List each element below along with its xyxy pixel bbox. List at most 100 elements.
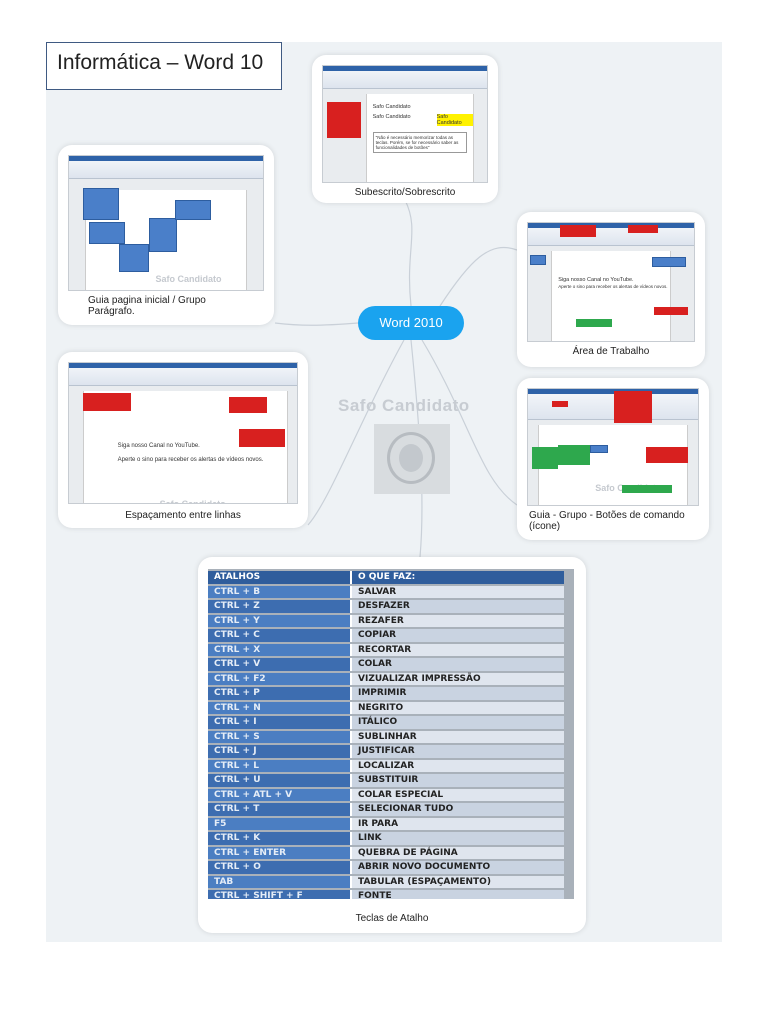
note-center (89, 222, 125, 244)
doc-line: Safo Candidato (372, 104, 411, 110)
screenshot-watermark: Safo Candidato (159, 499, 226, 504)
shortcut-key: CTRL + O (208, 861, 350, 874)
note-work-area (652, 257, 686, 267)
shortcut-action: ABRIR NOVO DOCUMENTO (350, 861, 564, 874)
header-shortcut: ATALHOS (208, 571, 350, 584)
shortcut-key: CTRL + S (208, 730, 350, 743)
caption-subscript: Subescrito/Sobrescrito (354, 187, 456, 198)
shortcut-action: JUSTIFICAR (350, 745, 564, 758)
note-page (530, 255, 546, 265)
screenshot-command-buttons: Safo Candidato (527, 388, 699, 506)
shortcut-key: CTRL + Z (208, 600, 350, 613)
shortcut-action: LOCALIZAR (350, 759, 564, 772)
shortcut-action: VIZUALIZAR IMPRESSÃO (350, 672, 564, 685)
note-title-bar (628, 225, 658, 233)
shortcut-action: REZAFER (350, 614, 564, 627)
note-copy-format (532, 447, 558, 469)
shortcut-action: NEGRITO (350, 701, 564, 714)
note-toolbar-options (646, 447, 688, 463)
doc-line: Siga nosso Canal no YouTube. (117, 443, 200, 449)
shortcut-action: IR PARA (350, 817, 564, 830)
caption-command-buttons: Guia - Grupo - Botões de comando (ícone) (529, 510, 685, 532)
card-subscript[interactable]: Safo Candidato Safo Candidato Safo Candi… (312, 55, 498, 203)
shortcut-action: ITÁLICO (350, 716, 564, 729)
shortcut-key: CTRL + K (208, 832, 350, 845)
shortcut-key: CTRL + L (208, 759, 350, 772)
note-guides (552, 401, 568, 407)
caption-paragraph: Guia pagina inicial / Grupo Parágrafo. (88, 295, 206, 317)
shortcut-key: CTRL + J (208, 745, 350, 758)
shortcut-key: CTRL + ENTER (208, 846, 350, 859)
shortcut-key: CTRL + P (208, 687, 350, 700)
note-command-list (614, 391, 652, 423)
caption-shortcuts: Teclas de Atalho (355, 913, 429, 924)
note-other-spacing (239, 429, 285, 447)
shortcut-action: SUBSTITUIR (350, 774, 564, 787)
screenshot-work-area: Siga nosso Canal no YouTube. Aperte o si… (527, 222, 695, 342)
note-group (149, 218, 177, 252)
doc-line: Siga nosso Canal no YouTube. (558, 277, 634, 283)
note-align-left (83, 188, 119, 220)
shortcut-key: CTRL + Y (208, 614, 350, 627)
shortcut-action: COLAR ESPECIAL (350, 788, 564, 801)
center-node[interactable]: Word 2010 (358, 306, 464, 340)
caption-line-spacing: Espaçamento entre linhas (125, 510, 241, 521)
screenshot-line-spacing: Siga nosso Canal no YouTube. Aperte o si… (68, 362, 298, 504)
shortcut-key: CTRL + N (208, 701, 350, 714)
note-scrollbar (654, 307, 688, 315)
link-paragraph (274, 322, 359, 326)
shortcut-key: CTRL + F2 (208, 672, 350, 685)
note-subscript (327, 102, 361, 138)
shortcut-action: QUEBRA DE PÁGINA (350, 846, 564, 859)
header-action: O QUE FAZ: (350, 571, 564, 584)
screenshot-subscript: Safo Candidato Safo Candidato Safo Candi… (322, 65, 488, 183)
shortcut-action: IMPRIMIR (350, 687, 564, 700)
shortcut-action: FONTE (350, 890, 564, 899)
doc-line: Safo Candidato (372, 114, 411, 120)
card-command-buttons[interactable]: Safo Candidato Guia - Grupo - Botões de … (517, 378, 709, 540)
card-line-spacing[interactable]: Siga nosso Canal no YouTube. Aperte o si… (58, 352, 308, 528)
shortcut-key: CTRL + B (208, 585, 350, 598)
note-groups (590, 445, 608, 453)
shortcut-key: CTRL + C (208, 629, 350, 642)
shortcut-key: CTRL + U (208, 774, 350, 787)
doc-line-highlight: Safo Candidato (436, 114, 473, 126)
note-line-spacing (83, 393, 131, 411)
card-work-area[interactable]: Siga nosso Canal no YouTube. Aperte o si… (517, 212, 705, 367)
screenshot-watermark: Safo Candidato (155, 274, 222, 284)
shortcut-action: TABULAR (ESPAÇAMENTO) (350, 875, 564, 888)
shortcut-key: CTRL + SHIFT + F (208, 890, 350, 899)
note-align-right (119, 244, 149, 272)
shortcut-action: DESFAZER (350, 600, 564, 613)
shortcut-key: CTRL + V (208, 658, 350, 671)
link-work-area (439, 246, 518, 307)
military-seal-logo (374, 424, 450, 494)
link-subscript (404, 199, 413, 307)
note-status-bar (576, 319, 612, 327)
card-paragraph[interactable]: Safo Candidato Guia pagina inicial / Gru… (58, 145, 274, 325)
shortcut-action: COPIAR (350, 629, 564, 642)
link-line-spacing (307, 339, 405, 526)
shortcut-key: TAB (208, 875, 350, 888)
note-format-painter (558, 445, 590, 465)
